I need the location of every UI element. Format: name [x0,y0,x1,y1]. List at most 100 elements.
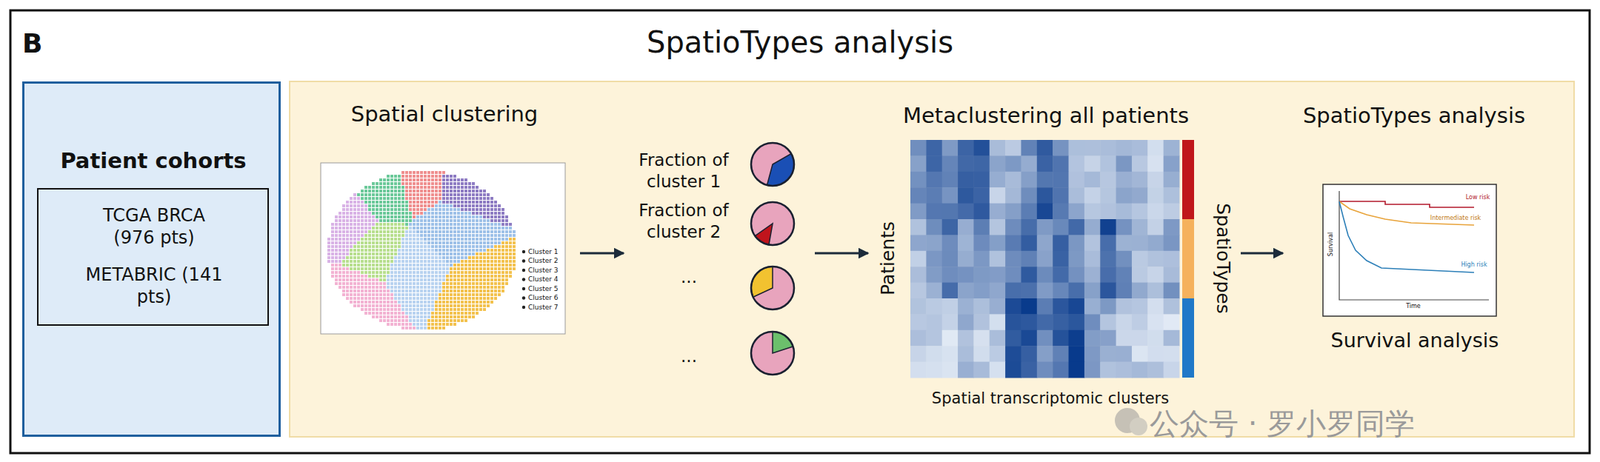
spot [390,219,394,223]
spot [327,260,331,263]
spot [371,197,375,200]
heat-cell [1084,187,1101,204]
heat-cell [1005,298,1022,315]
spot [397,197,401,200]
spot [368,263,372,267]
spot [371,308,375,312]
spot [468,230,472,234]
spot [382,289,386,293]
spot [405,208,409,212]
spot [438,282,442,286]
spot [401,315,405,319]
spot [360,193,364,197]
spot [482,226,486,230]
spot [379,189,383,193]
pie-base [751,266,795,310]
spot [475,285,479,289]
spot [501,237,505,241]
spot [486,237,490,241]
pie-wedge [754,223,773,246]
spot [460,215,464,219]
spot [457,248,460,252]
spot [501,289,505,293]
spot [420,256,423,260]
spot [390,182,394,186]
spot [375,245,379,249]
spot [416,308,420,312]
heat-cell [1020,187,1038,204]
spot [394,322,398,326]
spot [353,222,357,226]
spot [434,204,438,208]
spot [490,248,494,252]
spot [408,271,412,275]
spot [479,197,483,200]
spot [471,241,475,245]
spot [364,282,368,286]
heat-cell [1020,203,1038,220]
spot [438,182,442,186]
spot [368,185,372,189]
spot [479,219,483,223]
spot [364,252,368,256]
spot [408,282,412,286]
spot [349,278,353,282]
spot [386,211,390,215]
spot [453,285,457,289]
spot [364,300,368,304]
spot [460,274,464,278]
spot [431,285,435,289]
heat-cell [1100,187,1117,204]
spot [464,200,468,204]
pie-wedge [766,154,795,186]
spot [453,178,457,182]
spot [416,322,420,326]
spot [445,208,449,212]
spot [386,222,390,226]
spot [460,193,464,197]
spot [475,271,479,275]
spot [427,182,431,186]
spot [460,234,464,238]
spot [386,219,390,223]
spot [427,241,431,245]
spot [490,245,494,249]
spot [471,304,475,308]
spot [345,230,349,234]
spot [360,300,364,304]
spot [382,260,386,263]
spot [464,260,468,263]
spot [460,222,464,226]
spot [508,260,512,263]
heat-cell [1052,330,1069,347]
spot [490,226,494,230]
spot [468,245,472,249]
spot [405,263,409,267]
spot [431,297,435,300]
heat-cell [1037,187,1054,204]
spot [471,271,475,275]
spot [349,237,353,241]
spot [434,260,438,263]
spot [442,252,446,256]
spot [449,308,453,312]
spot [423,226,427,230]
spot [457,241,460,245]
spot [482,289,486,293]
spot [408,278,412,282]
spot [394,267,398,271]
spot [449,300,453,304]
heat-cell [910,251,927,268]
spot [386,178,390,182]
spot [353,263,357,267]
heat-cell [1084,203,1101,220]
spot [431,237,435,241]
spot [349,297,353,300]
spot [379,260,383,263]
spot [486,304,490,308]
spot [357,304,360,308]
spot [457,263,460,267]
spot [405,234,409,238]
spot [486,271,490,275]
spot [416,222,420,226]
